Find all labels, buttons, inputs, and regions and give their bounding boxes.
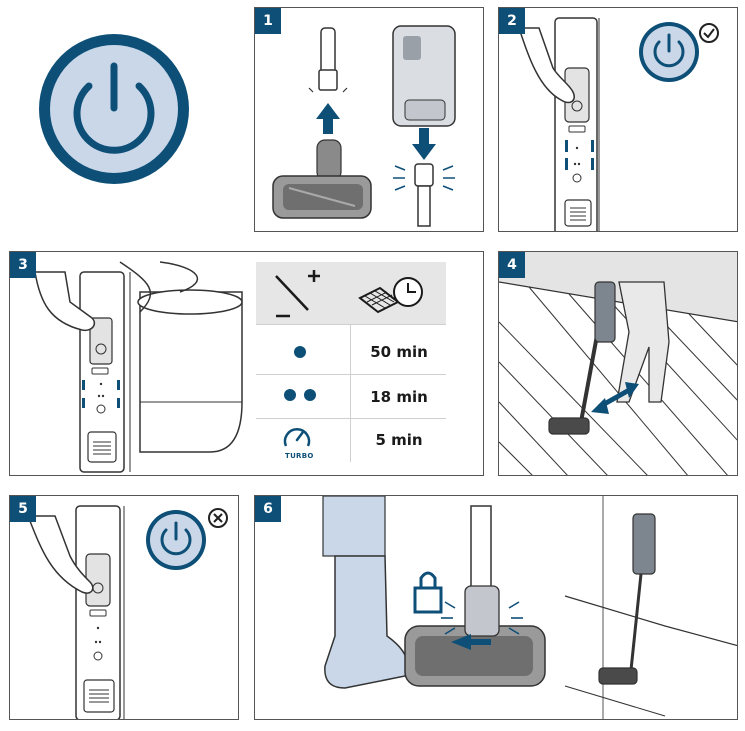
table-row: TURBO 5 min xyxy=(256,418,446,462)
power-on-icon xyxy=(639,22,699,82)
battery-icon xyxy=(275,270,320,318)
cross-circle-icon xyxy=(208,508,228,528)
select-mode-illustration xyxy=(34,261,243,473)
table-divider xyxy=(350,324,351,462)
checkmark-circle-icon xyxy=(699,23,719,43)
table-divider xyxy=(256,374,446,375)
step-6-panel: 6 xyxy=(254,495,738,720)
runtime-table: 50 min 18 min TURBO 5 min xyxy=(256,262,446,462)
step-number: 3 xyxy=(10,252,36,278)
attach-nozzle-illustration xyxy=(272,25,456,227)
step-5-panel: 5 xyxy=(9,495,239,720)
power-off-icon xyxy=(146,510,206,570)
step-4-panel: 4 xyxy=(498,251,738,476)
arrow-icon xyxy=(316,103,340,134)
battery-runtime-icons xyxy=(275,270,423,318)
turbo-icon xyxy=(283,428,311,447)
step-number: 5 xyxy=(10,496,36,522)
step-2-panel: 2 xyxy=(498,7,738,232)
table-row: 18 min xyxy=(256,375,446,419)
step-number: 2 xyxy=(499,8,525,34)
detach-nozzle-illustration xyxy=(322,496,737,719)
table-divider xyxy=(256,418,446,419)
arrow-icon xyxy=(412,128,436,160)
runtime-table-header xyxy=(256,262,446,324)
clock-icon xyxy=(358,277,423,314)
power-off-illustration xyxy=(26,505,228,719)
runtime-value: 18 min xyxy=(370,388,428,406)
step-number: 1 xyxy=(255,8,281,34)
runtime-value: 5 min xyxy=(375,431,423,449)
vacuuming-floor-illustration xyxy=(499,252,737,475)
runtime-value: 50 min xyxy=(370,343,428,361)
mode-double-dot-icon xyxy=(284,389,316,401)
press-power-illustration xyxy=(517,17,719,231)
table-divider xyxy=(256,324,446,325)
turbo-label: TURBO xyxy=(285,452,314,460)
step-number: 4 xyxy=(499,252,525,278)
table-row: 50 min xyxy=(256,330,446,374)
step-number: 6 xyxy=(255,496,281,522)
step-1-panel: 1 xyxy=(254,7,484,232)
arrow-icon xyxy=(591,382,639,414)
power-icon-large xyxy=(39,34,189,184)
lock-icon xyxy=(413,571,443,614)
arrow-icon xyxy=(451,634,491,650)
mode-dot-icon xyxy=(294,346,306,358)
